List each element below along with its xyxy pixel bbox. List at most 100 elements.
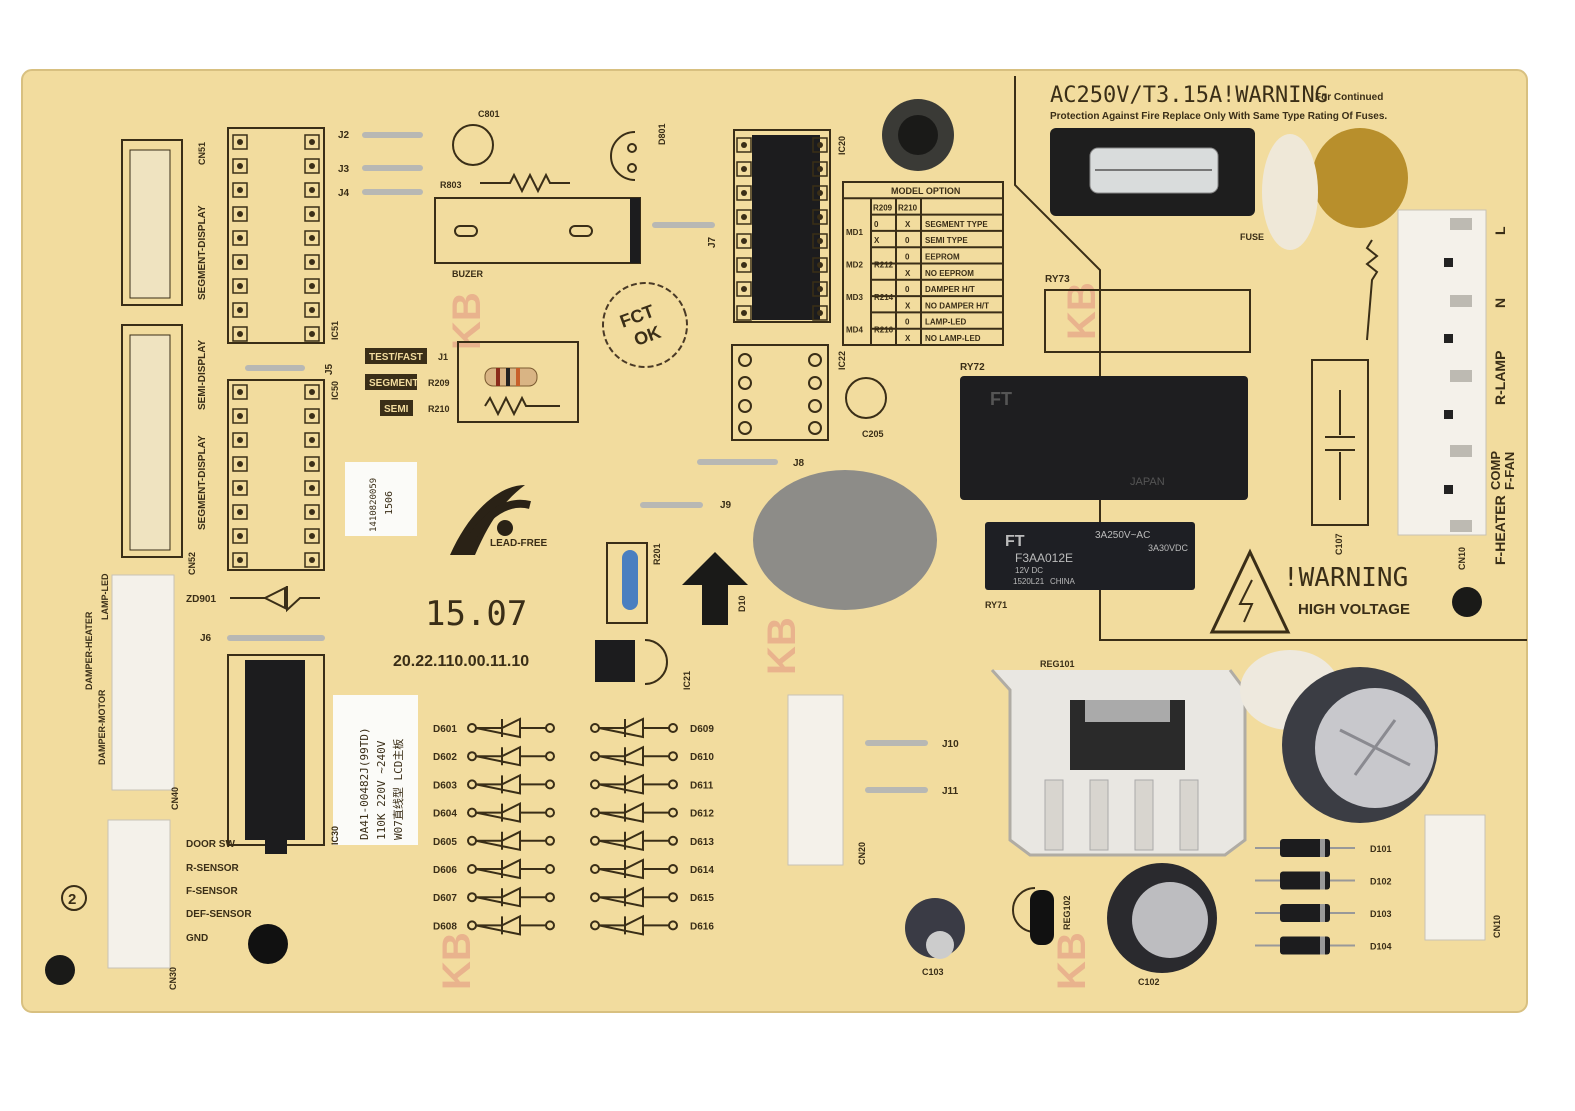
refs-r201-label: R201: [652, 543, 662, 565]
led-symbol: [598, 745, 669, 767]
diode-label: D103: [1370, 909, 1392, 919]
led-pad: [668, 807, 678, 818]
pin-pad: [304, 432, 320, 448]
led-pad: [668, 864, 678, 874]
led-label: D602: [433, 752, 457, 763]
pin-pad: [232, 326, 248, 342]
refs-ic21-label: IC21: [682, 671, 692, 690]
jumpers-j1-label: J1: [438, 352, 448, 362]
pin-hole: [741, 286, 747, 292]
pin-hole: [309, 557, 315, 563]
refs-j5-label: J5: [324, 363, 335, 375]
sticker-serial: 1410820059 1506: [345, 462, 417, 536]
pin-hole: [309, 163, 315, 169]
refs-ic22-label: IC22: [837, 351, 847, 370]
refs-j3-label: J3: [338, 164, 350, 175]
pin-hole: [309, 259, 315, 265]
refs-j4-label: J4: [338, 188, 350, 199]
refs-c102-label: C102: [1138, 977, 1160, 987]
led-label: D605: [433, 837, 457, 848]
led-pad: [545, 920, 555, 931]
pin-hole: [309, 533, 315, 539]
ic-socket-ic50: IC50: [227, 379, 340, 571]
led-symbol: [475, 914, 546, 936]
pin-hole: [817, 238, 823, 244]
relay-footprint-ry73: RY73: [1044, 274, 1251, 353]
diode-body: [1280, 871, 1330, 890]
refs-ic50-label: IC50: [330, 381, 340, 400]
date-code: 15.07: [425, 594, 527, 634]
table-option-desc: DAMPER H/T: [925, 285, 975, 294]
jumper-labels: J2 J3 J4 J7 J5 J8 J9 J6 J10 J11: [200, 130, 959, 797]
led-symbol: [475, 886, 546, 908]
led-label: D612: [690, 809, 714, 820]
pin-pad: [304, 504, 320, 520]
led-pad: [545, 892, 555, 903]
capacitor-c801: C801: [452, 109, 500, 166]
connectors-cn10-0-label: L: [1492, 226, 1508, 235]
led-pad: [668, 892, 678, 903]
led-pad: [668, 779, 678, 790]
connector-cn52[interactable]: [121, 324, 183, 558]
pin-hole: [817, 166, 823, 172]
refs-d801-label: D801: [657, 123, 667, 145]
connector-cn40[interactable]: [111, 574, 175, 791]
table-option-desc: NO LAMP-LED: [925, 334, 981, 343]
refs-r803-label: R803: [440, 180, 462, 190]
pin-hole: [309, 461, 315, 467]
relay_big-origin-label: JAPAN: [1130, 476, 1165, 488]
diode-band: [1320, 871, 1325, 890]
refs-cn20-label: CN20: [857, 842, 867, 865]
pin-pad: [232, 456, 248, 472]
pin-pad: [232, 480, 248, 496]
jumper-wires: [227, 132, 928, 793]
refs-cn10-label: CN10: [1457, 547, 1467, 570]
electrolytic-capacitor-c102: C102: [1107, 863, 1217, 987]
connectors-cn10-4-label: F-FAN: [1502, 452, 1517, 490]
connector-cn10[interactable]: [1397, 209, 1487, 536]
connector-cn10-bottom[interactable]: CN10: [1424, 814, 1502, 941]
table-option-desc: SEGMENT TYPE: [925, 220, 988, 229]
fuse-warning-text: Protection Against Fire Replace Only Wit…: [1050, 111, 1387, 122]
pin-hole: [741, 190, 747, 196]
sticker_small-0-label: 1410820059: [369, 478, 379, 532]
led-pad: [545, 835, 555, 846]
diode-body: [1280, 936, 1330, 955]
connector-cn51[interactable]: [121, 139, 183, 306]
samsung-lead-free-logo: LEAD-FREE: [450, 485, 548, 555]
heatsink-reg101: REG101: [990, 659, 1247, 857]
pin-pad: [304, 134, 320, 150]
connectors-cn30-2-label: F-SENSOR: [186, 886, 238, 897]
pin-pad: [812, 185, 828, 201]
buzzer: BUZER: [434, 197, 641, 279]
led-label: D616: [690, 921, 714, 932]
refs-j7-label: J7: [707, 236, 718, 248]
led-pad: [668, 751, 678, 762]
table-cell: 0: [905, 318, 910, 327]
cn40-labels: LAMP-LED DAMPER-HEATER DAMPER-MOTOR CN40: [84, 573, 180, 810]
pin-pad: [736, 161, 752, 177]
pin-pad: [812, 209, 828, 225]
connectors-cn10-5-label: F-HEATER: [1492, 495, 1508, 565]
table-cell: X: [905, 334, 911, 343]
logo-text-label: LEAD-FREE: [490, 538, 548, 549]
led-symbol: [475, 858, 546, 880]
led-symbol: [598, 858, 669, 880]
table-cell: 0: [905, 285, 910, 294]
pin-hole: [237, 211, 243, 217]
pin-pad: [232, 182, 248, 198]
diode-band: [1320, 904, 1325, 922]
pin-pad: [232, 432, 248, 448]
pin-hole: [309, 235, 315, 241]
pin-pad: [736, 233, 752, 249]
refs-c107-label: C107: [1334, 533, 1344, 555]
led-footprints: D601D602D603D604D605D606D607D608D609D610…: [433, 717, 714, 936]
connector-cn20[interactable]: CN20: [787, 694, 867, 866]
hv_warning-subtitle-label: HIGH VOLTAGE: [1298, 601, 1410, 618]
connector-cn30[interactable]: [107, 819, 171, 969]
relay_small-brand-label: FT: [1005, 533, 1025, 550]
table-cell: R214: [874, 293, 894, 302]
refs-cn10b-label: CN10: [1492, 915, 1502, 938]
